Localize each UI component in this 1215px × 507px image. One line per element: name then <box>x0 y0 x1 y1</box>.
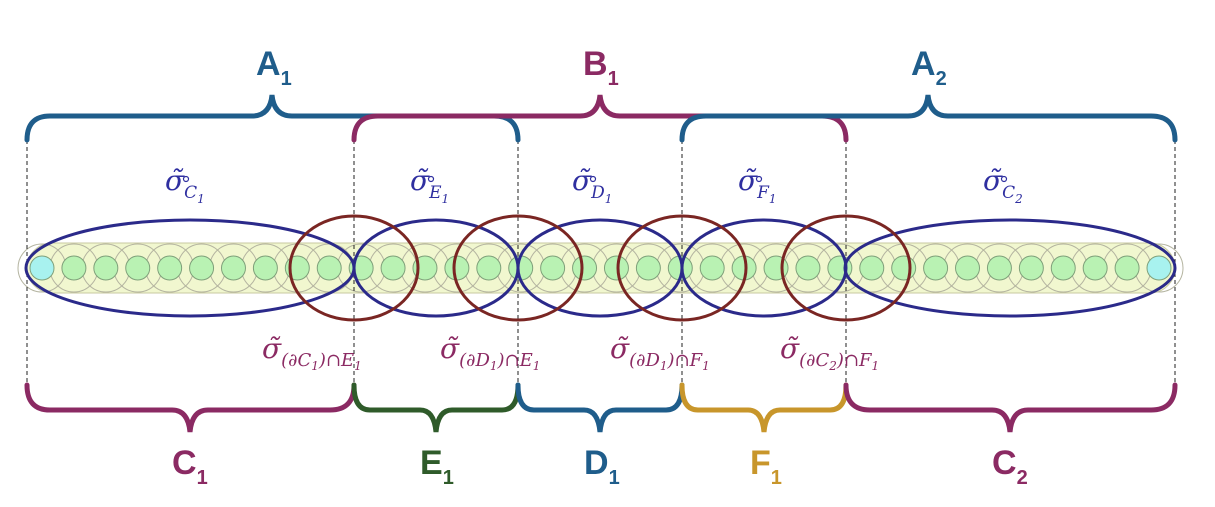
brace-e1 <box>351 382 521 433</box>
circle-c2-f1 <box>780 214 912 322</box>
interior-ellipses <box>24 218 1177 318</box>
ball <box>540 255 566 281</box>
label-c1: C1 <box>172 444 208 489</box>
sigma-interior-labels: σ̃C1 σ̃E1 σ̃D1 σ̃F1 σ̃C2 <box>165 164 1023 206</box>
top-labels: A1 B1 A2 <box>256 45 947 90</box>
ball <box>1146 255 1172 281</box>
ring-mark <box>755 175 763 183</box>
ball <box>476 255 502 281</box>
circle-d1-e1 <box>452 214 584 322</box>
ball <box>508 255 534 281</box>
ball <box>1082 255 1108 281</box>
ball <box>763 255 789 281</box>
sigma-boundary-labels: σ̃(∂C1)∩E1 σ̃(∂D1)∩E1 σ̃(∂D1)∩F1 σ̃(∂C2)… <box>262 332 879 373</box>
brace-f1 <box>679 382 849 433</box>
bottom-labels: C1 E1 D1 F1 C2 <box>172 444 1028 489</box>
circle-d1-f1 <box>616 214 748 322</box>
ball <box>125 255 151 281</box>
ball <box>603 255 629 281</box>
ball <box>252 255 278 281</box>
label-a1: A1 <box>256 45 292 90</box>
label-b1: B1 <box>583 45 619 90</box>
ball <box>1114 255 1140 281</box>
ball <box>157 255 183 281</box>
ring-mark <box>1000 175 1008 183</box>
ring-mark <box>182 175 190 183</box>
label-a2: A2 <box>911 45 947 90</box>
top-braces <box>24 94 1178 143</box>
sigma-interior-e1: σ̃E1 <box>410 164 449 206</box>
interior-rings <box>182 175 1008 183</box>
ball <box>986 255 1012 281</box>
label-c2: C2 <box>992 444 1028 489</box>
sigma-boundary-c1-e1: σ̃(∂C1)∩E1 <box>262 332 362 373</box>
sigma-interior-c2: σ̃C2 <box>983 164 1023 206</box>
ball <box>61 255 87 281</box>
sigma-boundary-d1-e1: σ̃(∂D1)∩E1 <box>440 332 540 373</box>
sigma-interior-f1: σ̃F1 <box>738 164 777 206</box>
sigma-boundary-d1-f1: σ̃(∂D1)∩F1 <box>610 332 710 373</box>
bottom-braces <box>24 382 1178 433</box>
label-d1: D1 <box>584 444 620 489</box>
sigma-boundary-c2-f1: σ̃(∂C2)∩F1 <box>780 332 879 373</box>
ball-chain <box>17 243 1184 293</box>
ring-mark <box>427 175 435 183</box>
brace-a2 <box>679 94 1178 143</box>
ball <box>1018 255 1044 281</box>
ball <box>1050 255 1076 281</box>
ball <box>699 255 725 281</box>
ellipse-c2 <box>843 218 1177 318</box>
ball <box>859 255 885 281</box>
ball <box>923 255 949 281</box>
brace-c1 <box>24 382 357 433</box>
label-e1: E1 <box>420 444 454 489</box>
ball <box>316 255 342 281</box>
ball <box>955 255 981 281</box>
ball <box>572 255 598 281</box>
ball <box>93 255 119 281</box>
ball <box>891 255 917 281</box>
brace-c2 <box>843 382 1178 433</box>
sigma-interior-d1: σ̃D1 <box>572 164 612 206</box>
sigma-interior-c1: σ̃C1 <box>165 164 205 206</box>
label-f1: F1 <box>750 444 782 489</box>
ball <box>220 255 246 281</box>
ball <box>444 255 470 281</box>
ball <box>795 255 821 281</box>
circle-c1-e1 <box>288 214 420 322</box>
ball <box>189 255 215 281</box>
boundary-circles <box>288 214 912 322</box>
ball <box>29 255 55 281</box>
ball <box>635 255 661 281</box>
brace-d1 <box>515 382 685 433</box>
ring-mark <box>589 175 597 183</box>
ball <box>380 255 406 281</box>
